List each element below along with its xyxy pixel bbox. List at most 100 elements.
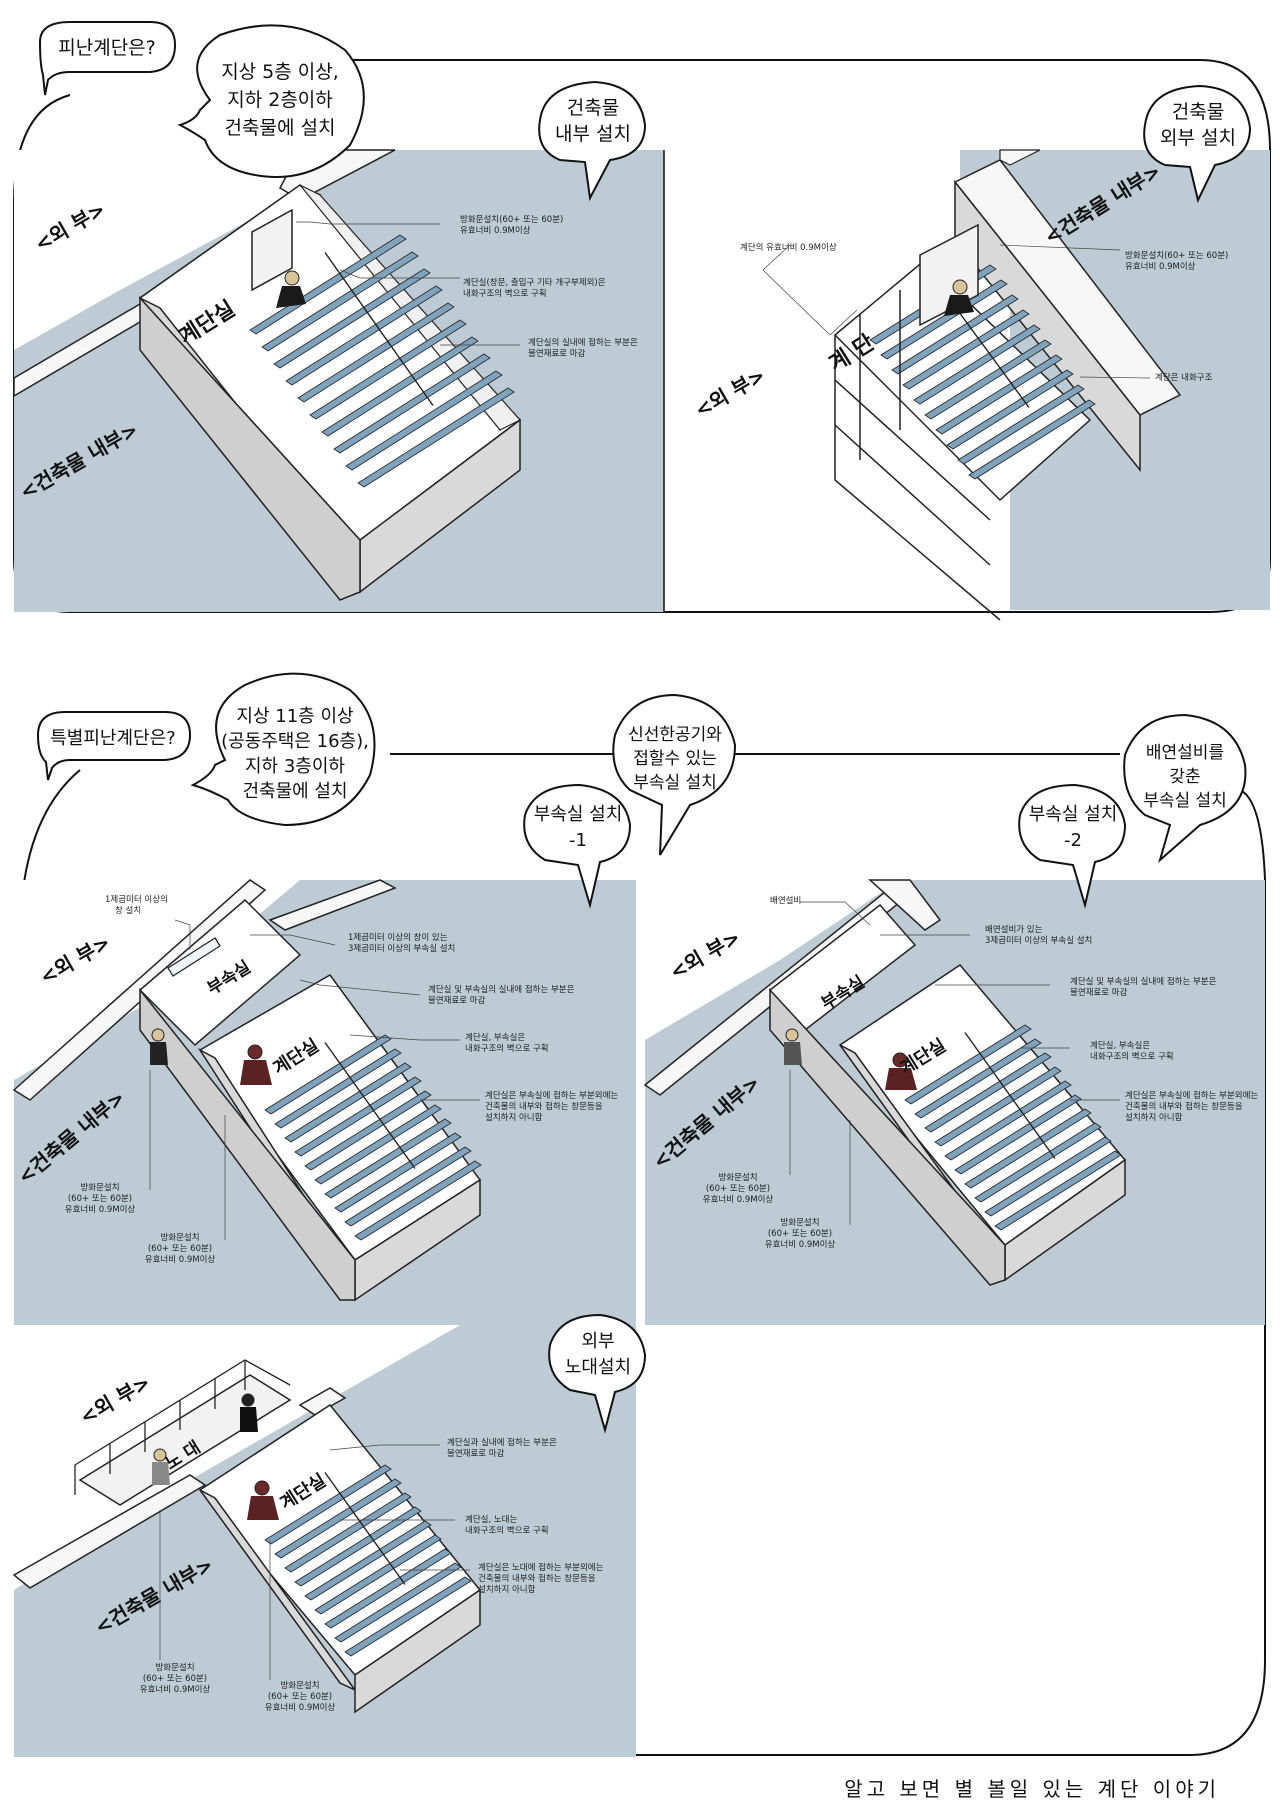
caption-d-line1: 부속실 설치 bbox=[1029, 804, 1118, 825]
stair-step bbox=[946, 369, 1074, 450]
stair-step bbox=[304, 1090, 432, 1171]
stair-step bbox=[264, 1464, 392, 1545]
note-e4-line1: 방화문설치 bbox=[155, 1662, 194, 1673]
svg-text:부속실 설치-1: 부속실 설치-1 bbox=[534, 804, 623, 851]
panel-b: 계 단 <외 부> <건축물 내부> 계단의 유효너비 0.9M이상 방화문설치… bbox=[691, 149, 1270, 621]
note-d2-line2: 3제곱미터 이상의 부속실 설치 bbox=[985, 935, 1092, 946]
note-d4-line1: 계단실, 부속실은 bbox=[1090, 1040, 1150, 1051]
stair-steps-e bbox=[264, 1464, 472, 1657]
stair-step bbox=[297, 302, 455, 403]
stair-step bbox=[333, 353, 491, 454]
note-e2-line1: 계단실, 노대는 bbox=[465, 1514, 518, 1525]
section1: 계단실 <외 부> <건축물 내부> 방화문설치(60+ 또는 60분)유효너비… bbox=[13, 21, 1271, 621]
caption-a-line2: 내부 설치 bbox=[555, 123, 631, 145]
note-d5-line3: 설치하지 아니함 bbox=[1125, 1112, 1183, 1123]
bubble-answer-1-line3: 건축물에 설치 bbox=[225, 117, 336, 139]
svg-text:방화문설치(60+ 또는 60분)유효너비 0.9M이상: 방화문설치(60+ 또는 60분)유효너비 0.9M이상 bbox=[765, 1217, 836, 1250]
handrail bbox=[324, 1042, 416, 1169]
footer-title: 알고 보면 별 볼일 있는 계단 이야기 bbox=[844, 1777, 1220, 1801]
stair-step bbox=[357, 387, 515, 488]
person-figure-c2 bbox=[240, 1044, 272, 1085]
stair-step bbox=[334, 1132, 462, 1213]
bubble-question-1-text: 피난계단은? bbox=[58, 37, 156, 59]
bubble-question-1: 피난계단은? bbox=[38, 21, 177, 96]
note-d7-line1: 방화문설치 bbox=[780, 1217, 819, 1228]
stair-step bbox=[994, 1150, 1122, 1231]
person-figure-e2 bbox=[240, 1393, 258, 1432]
note-e1-line2: 불연재료로 마감 bbox=[447, 1448, 505, 1459]
stair-step bbox=[314, 1534, 442, 1615]
stair-step bbox=[249, 234, 407, 335]
note-d1-line1: 배연설비 bbox=[770, 895, 801, 906]
note-e5-line1: 방화문설치 bbox=[280, 1680, 319, 1691]
stair-step bbox=[304, 1520, 432, 1601]
stair-step bbox=[324, 1548, 452, 1629]
bubble-air-line2: 접할수 있는 bbox=[633, 749, 717, 769]
caption-c-line2: -1 bbox=[569, 830, 587, 851]
note-d2-line1: 배연설비가 있는 bbox=[985, 924, 1043, 935]
note-c1-line1: 1제곱미터 이상의 bbox=[105, 894, 168, 905]
person-figure-c1 bbox=[150, 1028, 168, 1065]
note-e5-line3: 유효너비 0.9M이상 bbox=[265, 1702, 336, 1713]
caption-e-line1: 외부 bbox=[581, 1331, 614, 1352]
stair-step bbox=[904, 1024, 1032, 1105]
bubble-answer-2-line4: 건축물에 설치 bbox=[242, 781, 347, 802]
stair-step bbox=[284, 1062, 412, 1143]
note-d5-line1: 계단실은 부속실에 접하는 부분외에는 bbox=[1125, 1090, 1258, 1101]
stair-step bbox=[261, 251, 419, 352]
bubble-air-line3: 부속실 설치 bbox=[633, 773, 717, 793]
svg-text:방화문설치(60+ 또는 60분)유효너비 0.9M이상: 방화문설치(60+ 또는 60분)유효너비 0.9M이상 bbox=[265, 1680, 336, 1713]
note-e4-line3: 유효너비 0.9M이상 bbox=[140, 1684, 211, 1695]
note-c7-line1: 방화문설치 bbox=[160, 1232, 199, 1243]
zone-outside-b: <외 부> bbox=[691, 363, 770, 422]
svg-text:방화문설치(60+ 또는 60분)유효너비 0.9M이상: 방화문설치(60+ 또는 60분)유효너비 0.9M이상 bbox=[145, 1232, 216, 1265]
svg-text:계단은 내화구조: 계단은 내화구조 bbox=[1155, 372, 1213, 383]
note-c7-line2: (60+ 또는 60분) bbox=[148, 1244, 212, 1254]
stair-step bbox=[984, 1136, 1112, 1217]
note-d5-line2: 건축물의 내부와 접하는 창문등을 bbox=[1125, 1101, 1243, 1112]
note-e1-line1: 계단실과 실내에 접하는 부분은 bbox=[447, 1437, 557, 1448]
bubble-answer-2-line1: 지상 11층 이상 bbox=[236, 706, 353, 727]
note-c3-line1: 계단실 및 부속실의 실내에 접하는 부분은 bbox=[428, 984, 575, 995]
stair-step bbox=[913, 324, 1041, 405]
bubble-question-2-text: 특별피난계단은? bbox=[50, 728, 175, 749]
notes-b: 계단의 유효너비 0.9M이상 방화문설치(60+ 또는 60분)유효너비 0.… bbox=[740, 242, 1228, 383]
stair-step bbox=[968, 399, 1096, 480]
note-c6-line1: 방화문설치 bbox=[80, 1182, 119, 1193]
bubble-caption-d: 부속실 설치-2 bbox=[1018, 783, 1127, 909]
stair-step bbox=[309, 319, 467, 420]
stair-step bbox=[924, 339, 1052, 420]
note-e4-line2: (60+ 또는 60분) bbox=[143, 1674, 207, 1684]
note-d6-line3: 유효너비 0.9M이상 bbox=[703, 1194, 774, 1205]
note-b2-line1: 방화문설치(60+ 또는 60분) bbox=[1125, 250, 1228, 261]
note-e2-line2: 내화구조의 벽으로 구획 bbox=[465, 1525, 549, 1536]
stair-step bbox=[354, 1160, 482, 1241]
note-c4-line2: 내화구조의 벽으로 구획 bbox=[465, 1043, 549, 1054]
handrail bbox=[324, 252, 434, 406]
bubble-answer-1-line1: 지상 5층 이상, bbox=[221, 61, 339, 83]
handrail bbox=[324, 1472, 406, 1585]
note-c2-line2: 3제곱미터 이상의 부속실 설치 bbox=[348, 943, 455, 954]
stair-steps-c bbox=[264, 1034, 482, 1241]
stair-step bbox=[334, 1562, 462, 1643]
bubble-answer-1-line2: 지하 2층이하 bbox=[227, 89, 333, 111]
person-figure-d2 bbox=[885, 1052, 917, 1090]
note-e3-line2: 건축물의 내부와 접하는 창문등을 bbox=[478, 1573, 596, 1584]
svg-text:방화문설치(60+ 또는 60분)유효너비 0.9M이상: 방화문설치(60+ 또는 60분)유효너비 0.9M이상 bbox=[1125, 250, 1228, 272]
stair-step bbox=[934, 1066, 1062, 1147]
stair-step bbox=[944, 1080, 1072, 1161]
